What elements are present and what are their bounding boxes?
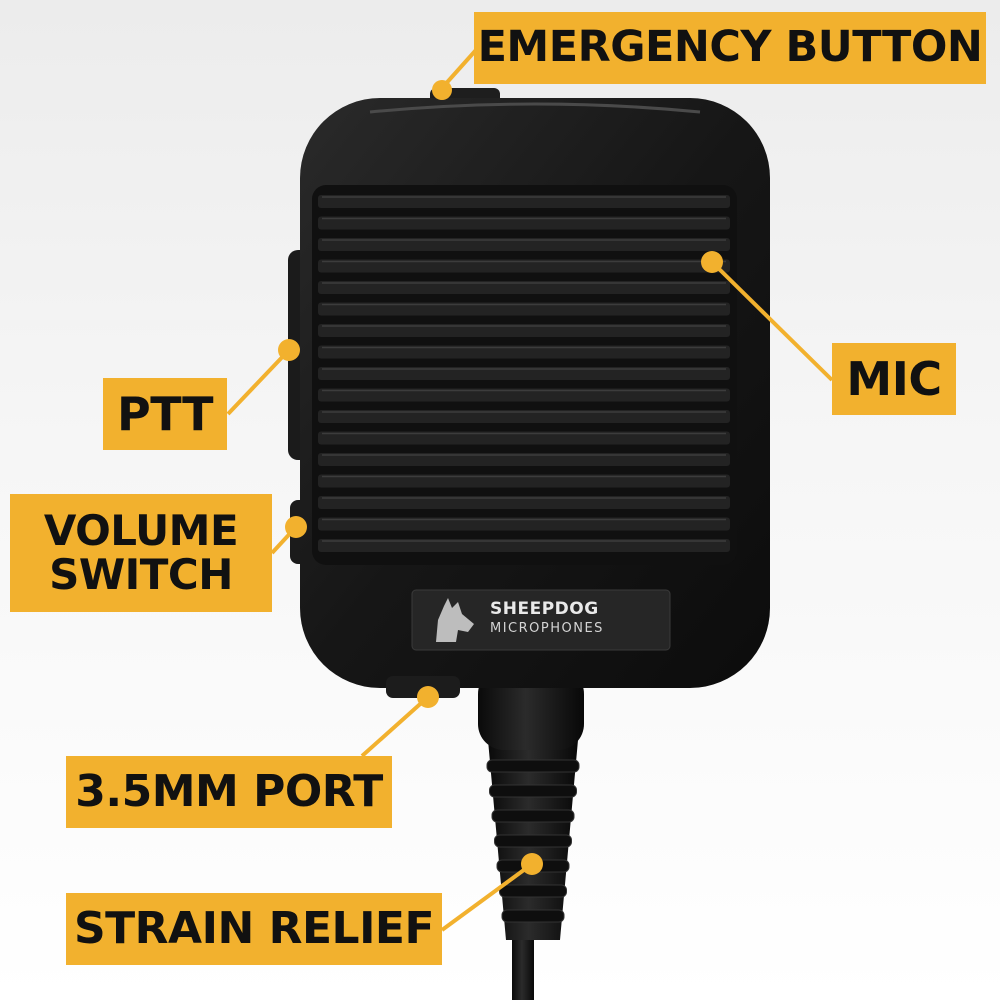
leader-ptt xyxy=(226,348,291,416)
brand-plate xyxy=(411,589,671,651)
grille-slat xyxy=(318,474,730,488)
strain-relief-rib xyxy=(501,909,565,923)
grille-slat xyxy=(318,496,730,509)
dot-port xyxy=(417,686,439,708)
grille-slat xyxy=(318,281,730,294)
strain-relief-rib xyxy=(499,884,567,898)
callout-emergency-button: EMERGENCY BUTTON xyxy=(474,12,986,84)
callout-emergency-text: EMERGENCY BUTTON xyxy=(477,22,983,73)
grille-slat xyxy=(318,324,730,337)
leader-mic xyxy=(710,260,834,382)
callout-volume-line1: VOLUME xyxy=(43,505,239,555)
grille-slat xyxy=(318,388,730,402)
callout-strain-text: STRAIN RELIEF xyxy=(73,902,435,954)
grille-slat xyxy=(318,367,730,380)
callout-dots xyxy=(278,80,723,875)
dot-emergency xyxy=(432,80,452,100)
callout-volume-switch: VOLUME SWITCH xyxy=(10,494,272,612)
callout-ptt-text: PTT xyxy=(116,386,214,441)
dot-mic xyxy=(701,251,723,273)
audio-port-3-5mm[interactable] xyxy=(386,676,460,698)
cable-neck xyxy=(478,668,584,750)
grille-slat xyxy=(318,453,730,466)
grille-slat xyxy=(318,431,730,445)
leader-emergency xyxy=(440,48,478,90)
sheepdog-logo-icon xyxy=(436,598,474,642)
brand-name: SHEEPDOG xyxy=(490,599,599,619)
dot-volume xyxy=(285,516,307,538)
callout-port-text: 3.5MM PORT xyxy=(75,765,383,817)
grille-slat xyxy=(318,539,730,552)
grille-slat xyxy=(318,345,730,359)
dot-strain xyxy=(521,853,543,875)
strain-relief-rib xyxy=(489,784,577,798)
grille-slat xyxy=(318,195,730,208)
grille-slat xyxy=(318,517,730,531)
grille-slat xyxy=(318,216,730,230)
strain-relief-rib xyxy=(486,759,580,773)
callout-mic-text: MIC xyxy=(846,351,942,406)
callout-ptt: PTT xyxy=(103,378,227,450)
callout-leaders xyxy=(226,48,834,932)
grille-slat xyxy=(318,302,730,316)
callout-volume-line2: SWITCH xyxy=(49,550,233,599)
dot-ptt xyxy=(278,339,300,361)
strain-relief-rib xyxy=(491,809,575,823)
leader-strain xyxy=(440,862,534,932)
strain-relief-ribs xyxy=(486,759,580,923)
brand-subtitle: MICROPHONES xyxy=(490,621,604,636)
leader-port xyxy=(360,695,430,758)
speaker-grille-slats xyxy=(318,195,730,552)
grille-slat xyxy=(318,259,730,273)
strain-relief-rib xyxy=(494,834,572,848)
callout-3-5mm-port: 3.5MM PORT xyxy=(66,756,392,828)
callout-strain-relief: STRAIN RELIEF xyxy=(66,893,442,965)
grille-slat xyxy=(318,238,730,251)
body-highlight xyxy=(369,102,701,114)
callout-mic: MIC xyxy=(832,343,956,415)
grille-slat xyxy=(318,410,730,423)
